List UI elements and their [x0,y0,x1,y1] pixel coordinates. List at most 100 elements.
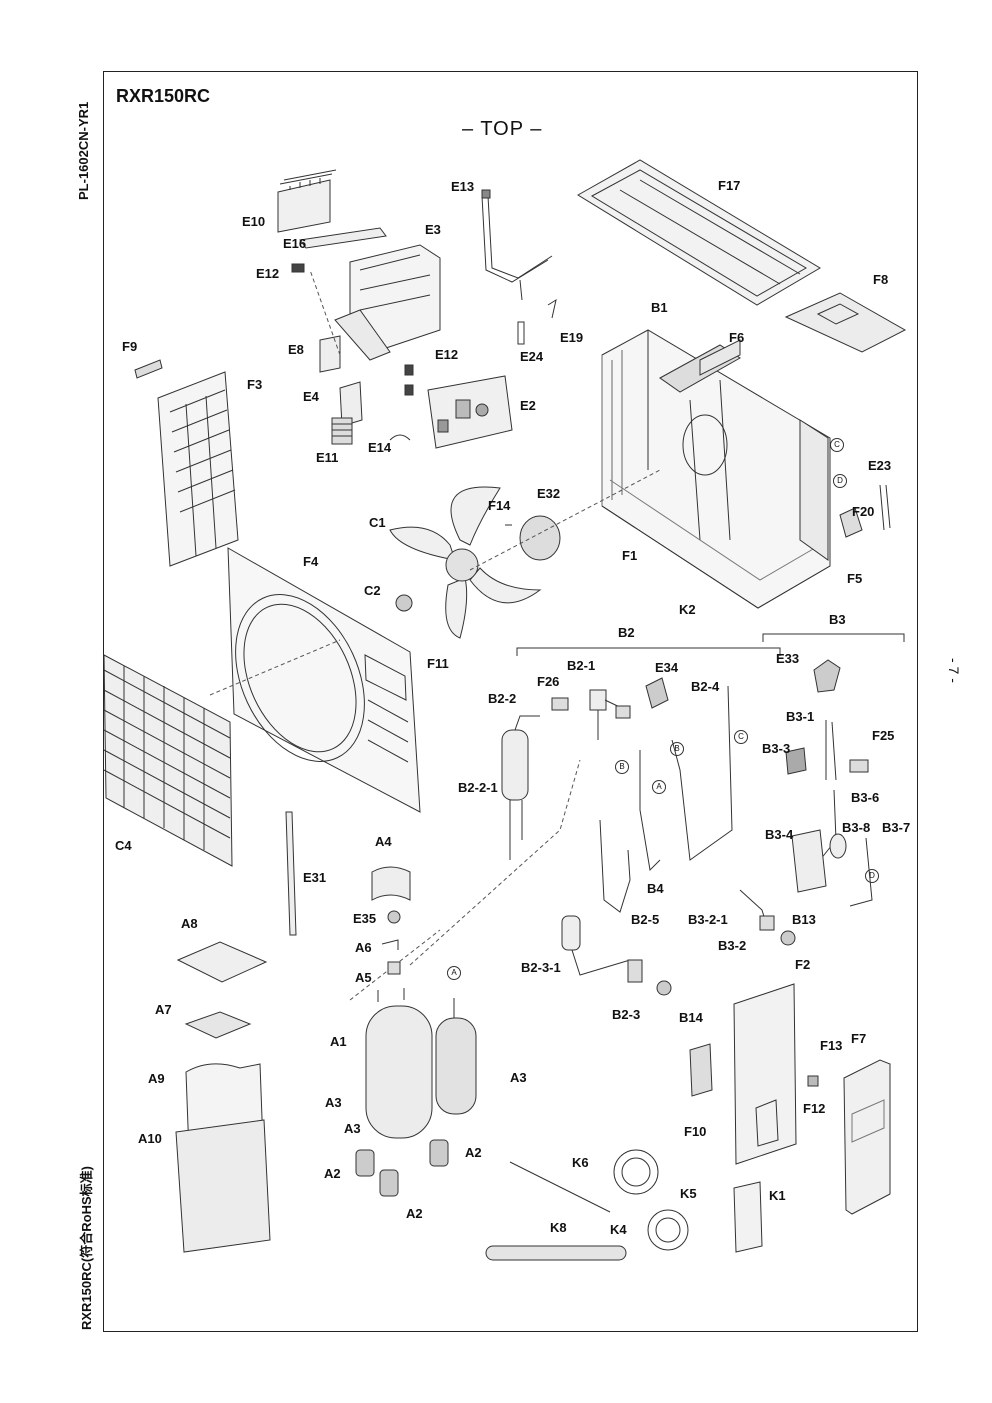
valve-b2-3 [561,915,672,996]
label-b3-1: B3-1 [786,709,815,724]
grille-c4 [103,654,233,867]
insulation-a9-a10 [175,1063,271,1253]
label-e12a: E12 [256,266,280,281]
label-a9: A9 [148,1071,165,1086]
connection-mark-d: D [833,474,847,488]
bracket-b3 [762,633,905,642]
label-a3c: A3 [344,1121,361,1136]
label-a10: A10 [138,1131,162,1146]
label-b4: B4 [647,881,664,896]
label-a2a: A2 [465,1145,482,1160]
connection-mark-a: A [652,780,666,794]
connection-mark-c: C [830,438,844,452]
part-e24 [517,321,525,345]
valve-b2-1 [589,689,631,740]
label-a3a: A3 [510,1070,527,1085]
top-marker: – TOP – [462,118,543,140]
connection-mark-a2: A [447,966,461,980]
pcb-e2 [427,375,513,449]
label-a6: A6 [355,940,372,955]
label-k4: K4 [610,1222,627,1237]
label-b13: B13 [792,912,816,927]
label-f4: F4 [303,554,319,569]
label-e19: E19 [560,330,584,345]
label-e2: E2 [520,398,536,413]
drain-hose-k8 [485,1245,627,1261]
label-k8: K8 [550,1220,567,1235]
fan-c1 [389,486,542,639]
cover-a4 [371,866,411,901]
label-b3-7: B3-7 [882,820,911,835]
front-panel-f4 [227,547,421,813]
sensor-e14 [389,434,411,441]
label-e11: E11 [316,450,339,465]
sensor-e23 [839,484,891,538]
label-e13: E13 [451,179,475,194]
label-f1: F1 [622,548,638,563]
housing-b1 [601,329,831,609]
hose-k5-inner [621,1157,651,1187]
label-b3-8: B3-8 [842,820,871,835]
label-f14: F14 [488,498,511,513]
label-f2: F2 [795,957,811,972]
coil-e34 [645,677,669,709]
label-a3b: A3 [325,1095,342,1110]
pipe-b2-5 [599,819,631,913]
label-f9: F9 [122,339,138,354]
label-e23: E23 [868,458,892,473]
label-b2-5: B2-5 [631,912,660,927]
label-b2-4: B2-4 [691,679,720,694]
label-a2c: A2 [406,1206,423,1221]
label-f17: F17 [718,178,741,193]
manual-k1 [733,1181,763,1253]
label-b2-2: B2-2 [488,691,517,706]
label-b2-3: B2-3 [612,1007,641,1022]
motor-e32 [505,515,561,561]
clip-e12c [404,384,414,396]
strip-e16 [299,227,387,249]
label-b3-2-1: B3-2-1 [688,912,728,927]
compressor-a1 [355,988,477,1197]
control-box-e3 [334,244,441,361]
label-e33: E33 [776,651,800,666]
label-a5: A5 [355,970,372,985]
clip-e12 [291,263,305,273]
label-e12b: E12 [435,347,459,362]
label-b2: B2 [618,625,635,640]
model-title: RXR150RC [116,86,211,106]
bracket-e4 [339,381,363,427]
insulation-a7 [184,1011,252,1039]
label-k5: K5 [680,1186,697,1201]
label-f20: F20 [852,504,875,519]
label-b3-2: B3-2 [718,938,747,953]
label-e32: E32 [537,486,561,501]
bracket-e8 [319,335,341,373]
label-e31: E31 [303,870,327,885]
pipe-b4 [639,750,661,872]
part-e19 [547,298,557,319]
label-k2: K2 [679,602,696,617]
reactor-e11 [331,417,353,445]
hose-k5 [613,1149,659,1195]
label-f12: F12 [803,1101,826,1116]
hose-k4 [647,1209,689,1251]
drawing-frame [103,71,918,1332]
label-e4: E4 [303,389,319,404]
part-a5 [387,961,401,975]
label-e8: E8 [288,342,304,357]
side-grille-f3 [157,371,239,567]
part-f26 [551,697,569,711]
plate-f2 [733,983,797,1165]
label-f5: F5 [847,571,863,586]
top-panel-f17 [577,159,821,306]
cover-f7 [843,1059,891,1215]
label-e35: E35 [353,911,377,926]
label-f13: F13 [820,1038,843,1053]
accumulator-b2-2 [501,715,540,860]
label-k6: K6 [572,1155,589,1170]
label-e16: E16 [283,236,307,251]
connection-mark-d2: D [865,869,879,883]
part-f10 [689,1043,713,1097]
label-a4: A4 [375,834,392,849]
